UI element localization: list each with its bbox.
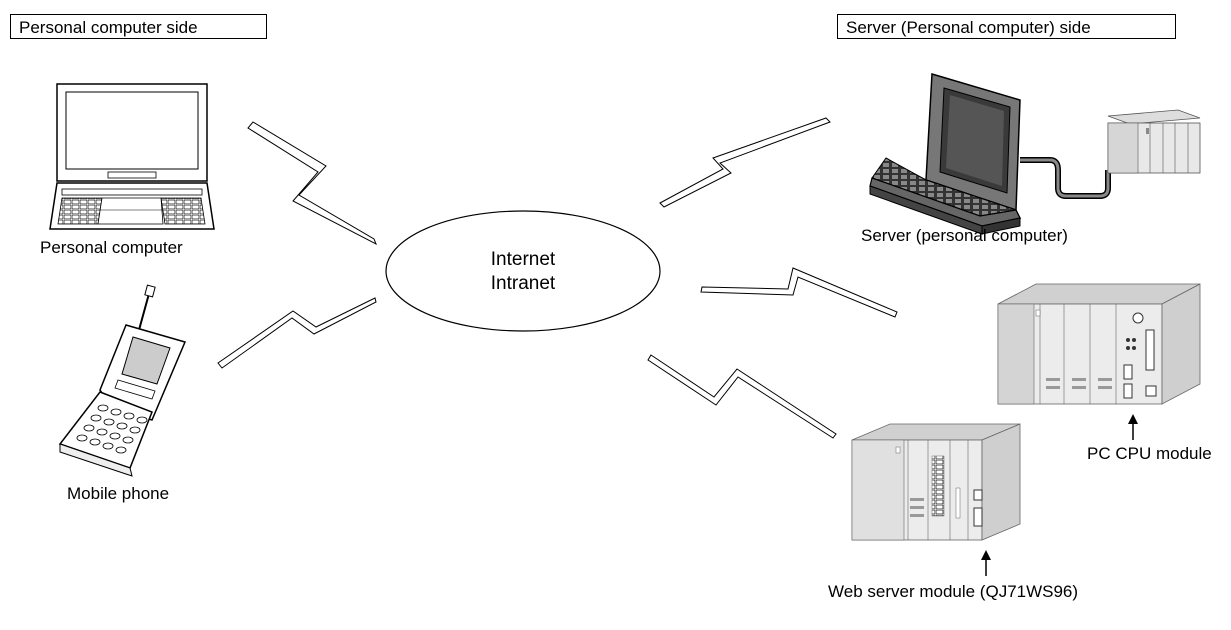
server-cable xyxy=(1020,157,1111,199)
server-laptop-icon xyxy=(869,73,1022,235)
network-label-internet: Internet xyxy=(490,249,556,270)
web-server-plc-icon xyxy=(851,423,1021,541)
personal-computer-label: Personal computer xyxy=(40,238,183,257)
server-plc-icon xyxy=(1107,109,1201,174)
pc-cpu-plc-icon xyxy=(997,283,1201,405)
network-cloud xyxy=(385,210,661,332)
pc-cpu-module-label: PC CPU module xyxy=(1087,444,1212,463)
network-label: Internet Intranet xyxy=(463,248,583,296)
link-mobile-to-network xyxy=(217,297,377,369)
personal-computer-side-header: Personal computer side xyxy=(10,14,267,39)
link-network-to-web-server xyxy=(647,354,837,439)
web-server-module-label: Web server module (QJ71WS96) xyxy=(828,582,1079,601)
link-network-to-pc-cpu xyxy=(700,267,898,318)
server-side-header: Server (Personal computer) side xyxy=(837,14,1176,39)
link-network-to-server xyxy=(659,117,831,208)
server-label: Server (personal computer) xyxy=(861,226,1068,245)
network-label-intranet: Intranet xyxy=(490,273,556,294)
mobile-phone-icon xyxy=(58,284,187,477)
link-pc-to-network xyxy=(247,121,377,246)
mobile-phone-label: Mobile phone xyxy=(67,484,170,503)
personal-computer-icon xyxy=(49,83,215,230)
